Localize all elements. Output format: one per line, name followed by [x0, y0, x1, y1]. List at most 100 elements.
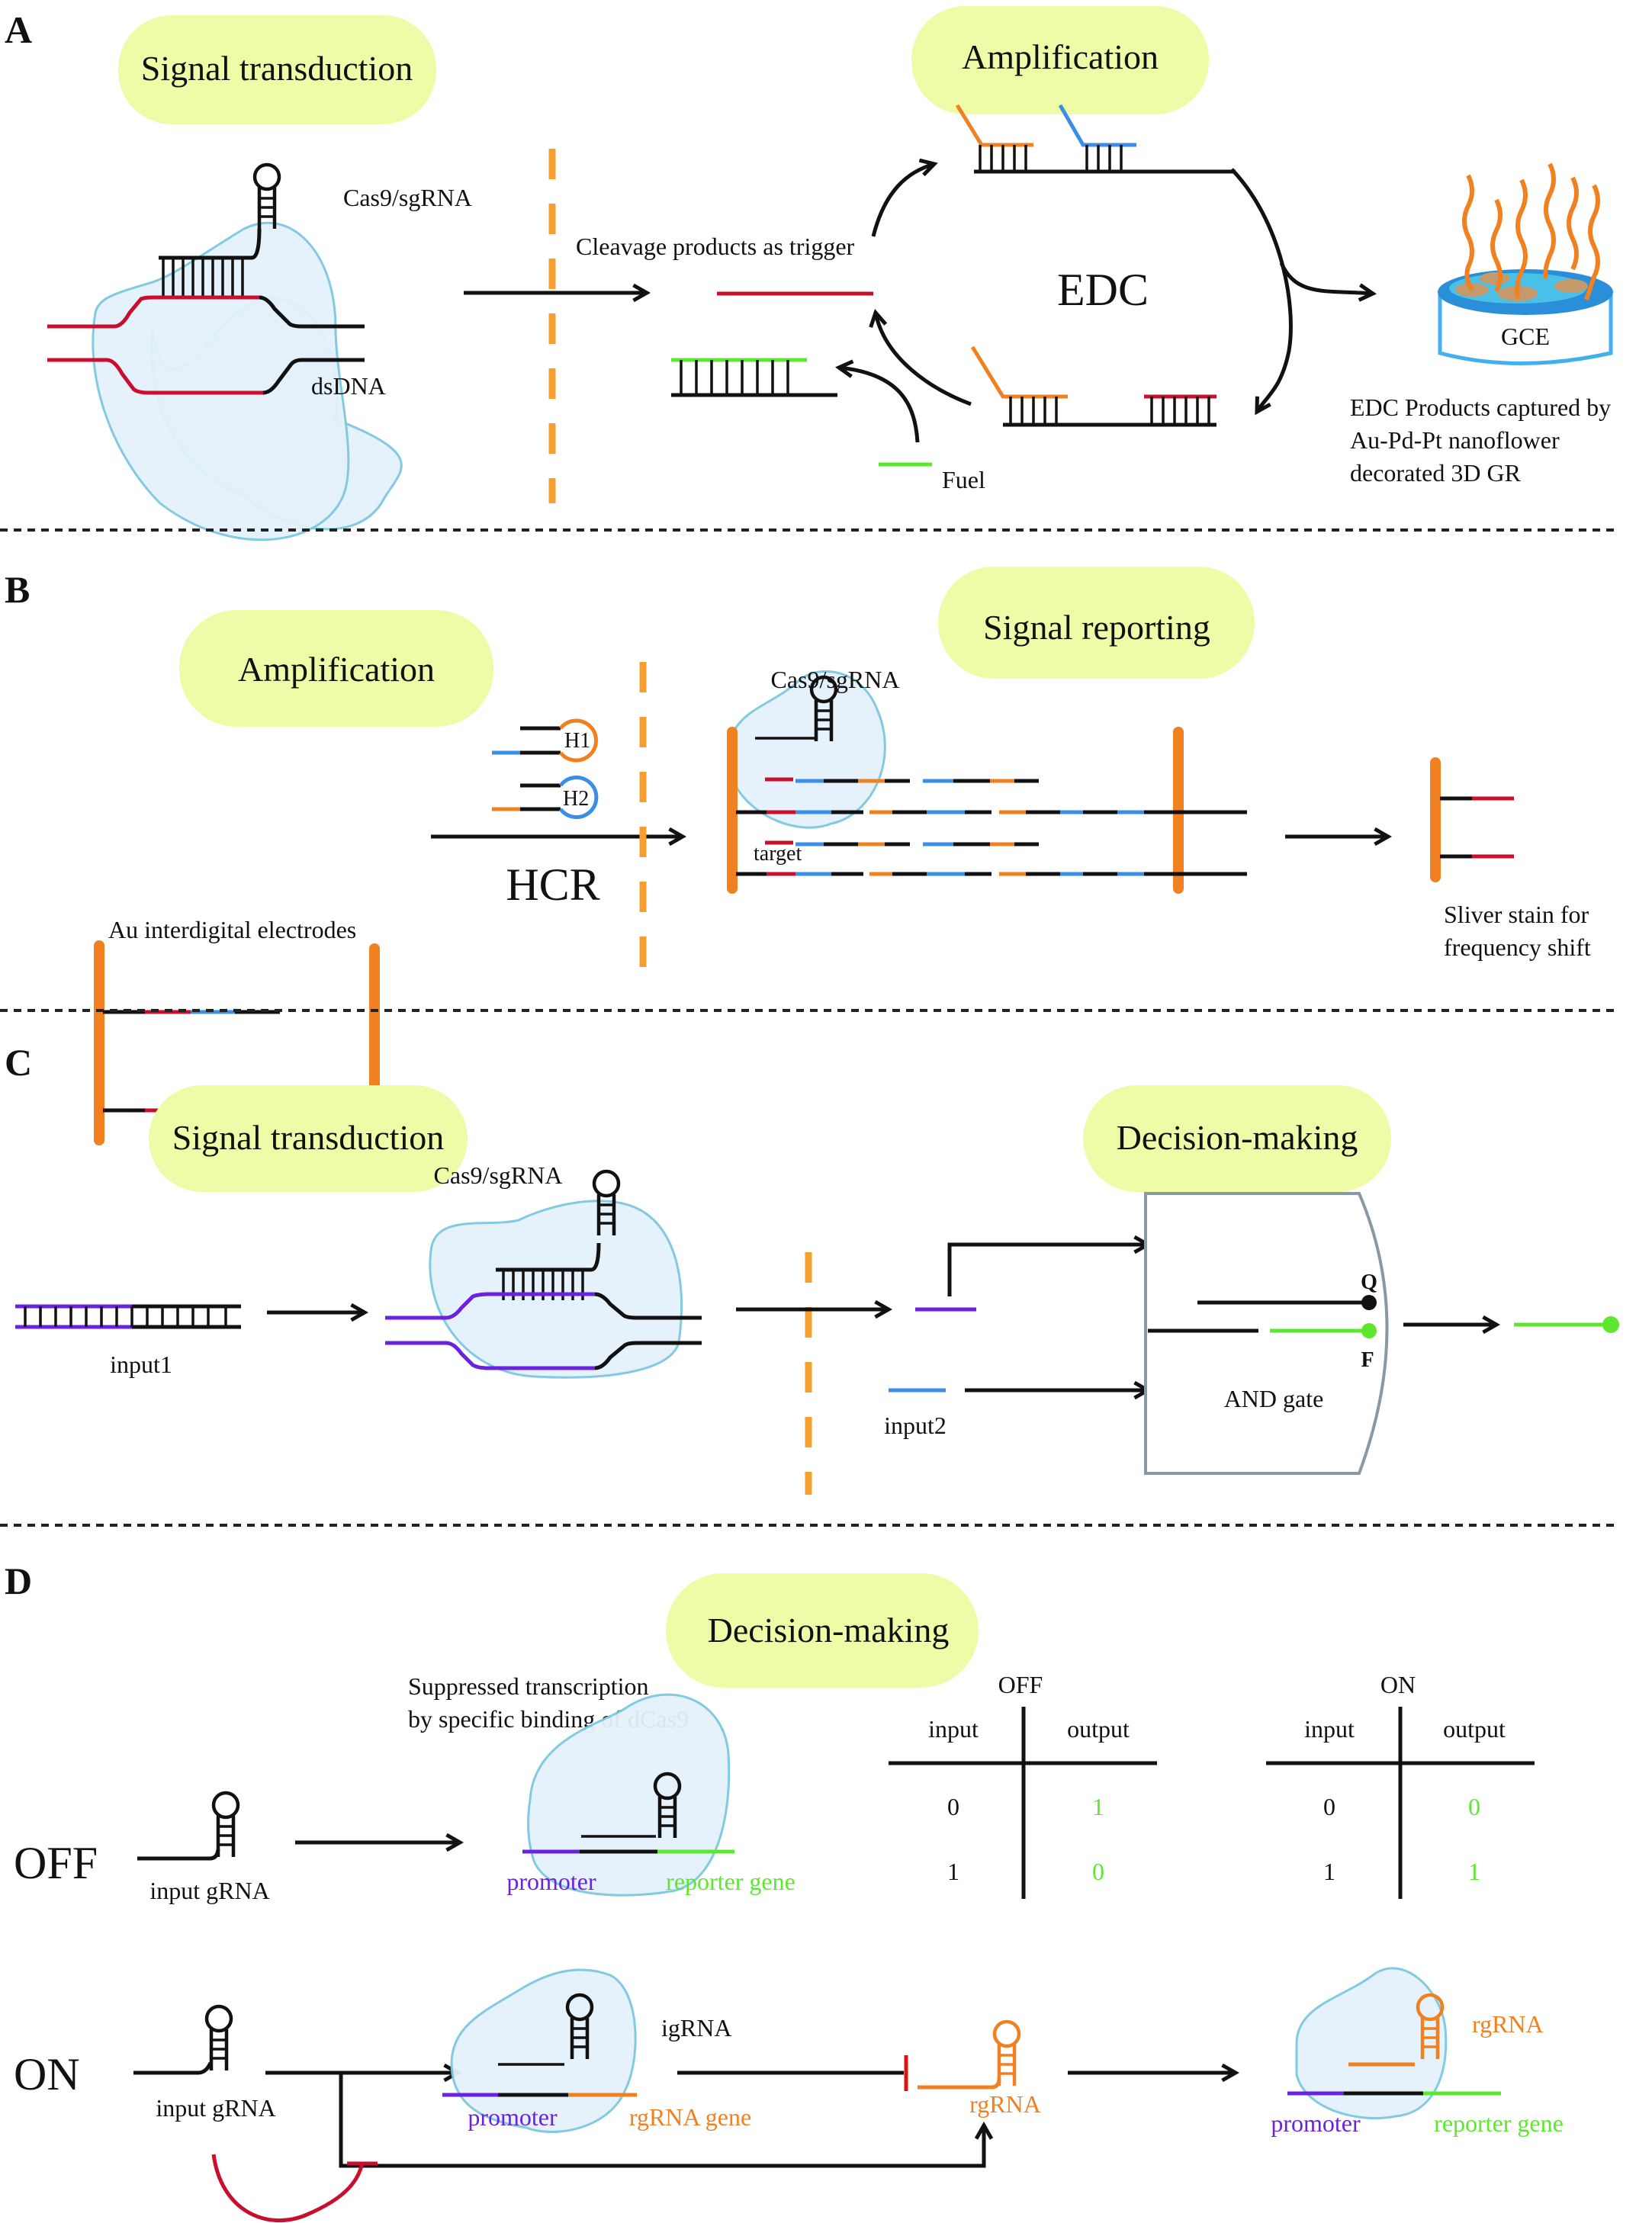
stage-label: Signal transduction: [141, 49, 413, 88]
cas9-sgrna-label: Cas9/sgRNA: [434, 1161, 563, 1189]
off-state-label: OFF: [14, 1838, 98, 1888]
panel-d: D Decision-making Suppressed transcripti…: [5, 1560, 1564, 2223]
trigger-label: Cleavage products as trigger: [576, 233, 855, 260]
cycle-arrow-right: [1230, 168, 1293, 416]
truth-table-title: OFF: [998, 1671, 1043, 1698]
self-inhibition-arc: [211, 2154, 365, 2223]
igrna-label: igRNA: [661, 2014, 731, 2041]
panel-letter-b: B: [5, 568, 30, 611]
panel-letter-d: D: [5, 1560, 32, 1602]
stage-pill-decision-making: [666, 1573, 979, 1688]
input1-to-gate-arrow: [947, 1235, 1152, 1296]
stage-pill-amplification: [179, 610, 493, 727]
input-grna-label: input gRNA: [149, 1877, 269, 1904]
cas9-sgrna-label: Cas9/sgRNA: [771, 666, 900, 693]
reporter-gene-label: reporter gene: [666, 1868, 795, 1895]
hairpin-h2: H2: [492, 776, 599, 819]
hairpin-h1: H1: [492, 718, 598, 763]
stage-label: Amplification: [238, 650, 435, 689]
panel-a: A Signal transduction Amplification Cas9: [5, 6, 1613, 541]
edc-label: EDC: [1057, 265, 1149, 315]
table-cell-output: 0: [1092, 1858, 1104, 1885]
input-grna-on: [133, 2006, 231, 2075]
table-cell-input: 1: [1323, 1858, 1335, 1885]
input1-label: input1: [110, 1351, 172, 1378]
input-grna-off: [137, 1793, 238, 1861]
stage-label: Decision-making: [708, 1611, 950, 1650]
cas9-sgrna-complex: [385, 1171, 702, 1379]
stage-pill-signal-transduction: [149, 1085, 468, 1192]
stage-label: Decision-making: [1117, 1118, 1358, 1157]
table-header-input: input: [1304, 1715, 1355, 1743]
hcr-label: HCR: [506, 859, 599, 910]
h2-label: H2: [563, 787, 589, 811]
quencher-label: Q: [1361, 1271, 1377, 1294]
table-header-output: output: [1067, 1715, 1130, 1743]
hcr-row-3: [765, 840, 1039, 846]
edc-bottom-complex: [970, 345, 1217, 427]
input1-duplex: [15, 1304, 241, 1329]
cycle-arrow-bottom-left: [869, 309, 972, 406]
fluorophore-label: F: [1361, 1348, 1374, 1372]
panel-b: B Amplification Signal reporting Au inte…: [5, 567, 1591, 1145]
fluorophore-glow: [1602, 1316, 1619, 1333]
cycle-arrow-top-left: [871, 158, 938, 237]
stage-label: Signal transduction: [172, 1118, 444, 1157]
hcr-product-array: [727, 670, 1247, 894]
stage-label: Signal reporting: [983, 608, 1210, 647]
on-state-label: ON: [14, 2049, 80, 2099]
capture-caption-line1: EDC Products captured by: [1350, 394, 1611, 421]
dcas9-repressor-off: [522, 1693, 734, 1897]
gce-electrode: GCE: [1438, 162, 1613, 365]
truth-table-title: ON: [1380, 1671, 1416, 1698]
waste-duplex: [671, 358, 837, 397]
promoter-label: promoter: [468, 2103, 558, 2131]
stage-pill-signal-reporting: [938, 567, 1255, 679]
stage-pill-decision-making: [1083, 1085, 1391, 1192]
readout-caption-line2: frequency shift: [1444, 933, 1591, 961]
fuel-arrow: [834, 359, 920, 443]
hcr-row-1: [765, 777, 1039, 783]
input-grna-label: input gRNA: [156, 2094, 275, 2122]
cas9-sgrna-complex: [47, 165, 403, 541]
panel-letter-a: A: [5, 8, 32, 51]
stage-pill-amplification: [911, 6, 1209, 114]
cas9-sgrna-label: Cas9/sgRNA: [343, 184, 472, 211]
promoter-label: promoter: [506, 1868, 596, 1895]
rgrna-dcas9-complex: [1287, 1967, 1501, 2119]
dsdna-label: dsDNA: [311, 372, 386, 400]
target-label: target: [754, 842, 802, 866]
igrna-complex: [442, 1968, 637, 2134]
table-header-input: input: [928, 1715, 979, 1743]
panel-letter-c: C: [5, 1041, 32, 1084]
rgrna-gene-label: rgRNA gene: [629, 2103, 751, 2131]
rgrna-label: rgRNA: [1472, 2010, 1544, 2038]
truth-table-on: ON input output 0 0 1 1: [1266, 1671, 1535, 1899]
fuel-label: Fuel: [942, 466, 985, 493]
table-cell-input: 0: [947, 1793, 959, 1820]
stage-pill-signal-transduction: [118, 15, 436, 124]
table-cell-output: 1: [1092, 1793, 1104, 1820]
table-cell-output: 1: [1468, 1858, 1480, 1885]
table-cell-output: 0: [1468, 1793, 1480, 1820]
input2-label: input2: [884, 1412, 947, 1439]
capture-arrow: [1279, 262, 1377, 302]
rgrna-label: rgRNA: [969, 2090, 1041, 2118]
electrodes-label: Au interdigital electrodes: [108, 916, 356, 943]
table-cell-input: 0: [1323, 1793, 1335, 1820]
promoter-label: promoter: [1271, 2109, 1361, 2137]
gce-label: GCE: [1501, 323, 1550, 350]
h1-label: H1: [564, 729, 590, 753]
rgrna-free: [918, 2022, 1019, 2090]
table-cell-input: 1: [947, 1858, 959, 1885]
and-gate: Q F AND gate: [1144, 1192, 1389, 1475]
capture-caption-line2: Au-Pd-Pt nanoflower: [1350, 426, 1560, 454]
reporter-gene-label: reporter gene: [1434, 2109, 1564, 2137]
capture-caption-line3: decorated 3D GR: [1350, 459, 1522, 487]
edc-top-complex: [955, 104, 1236, 174]
stained-electrode: [1430, 757, 1514, 882]
suppressed-caption-line1: Suppressed transcription: [408, 1672, 649, 1700]
and-gate-label: AND gate: [1224, 1385, 1324, 1412]
stage-label: Amplification: [962, 37, 1159, 76]
